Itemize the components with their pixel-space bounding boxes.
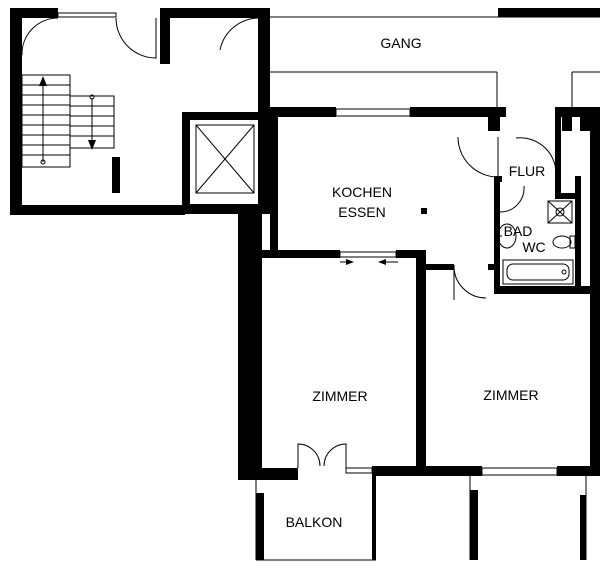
label-flur: FLUR bbox=[509, 163, 546, 179]
label-bad: BAD bbox=[504, 223, 533, 239]
toilet-icon bbox=[552, 235, 576, 249]
elevator-shaft bbox=[182, 60, 272, 214]
kitchen-column bbox=[421, 208, 427, 214]
label-zimmer-right: ZIMMER bbox=[483, 387, 538, 403]
sliding-door-arrows bbox=[340, 259, 398, 265]
corridor bbox=[270, 8, 600, 108]
stairwell bbox=[10, 8, 270, 215]
label-kochen: KOCHEN bbox=[332, 184, 392, 200]
label-essen: ESSEN bbox=[338, 204, 385, 220]
label-wc: WC bbox=[522, 239, 545, 255]
balcony-right bbox=[469, 476, 587, 560]
washbasin-icon bbox=[497, 223, 517, 249]
bathroom-fixtures bbox=[497, 200, 576, 285]
label-gang: GANG bbox=[380, 35, 421, 51]
label-balkon: BALKON bbox=[286, 514, 343, 530]
balcony bbox=[255, 473, 376, 561]
stair-flight bbox=[21, 74, 115, 168]
label-zimmer-left: ZIMMER bbox=[312, 388, 367, 404]
bathtub-icon bbox=[502, 259, 574, 285]
apartment-walls bbox=[238, 107, 600, 480]
interior-walls bbox=[262, 117, 590, 470]
